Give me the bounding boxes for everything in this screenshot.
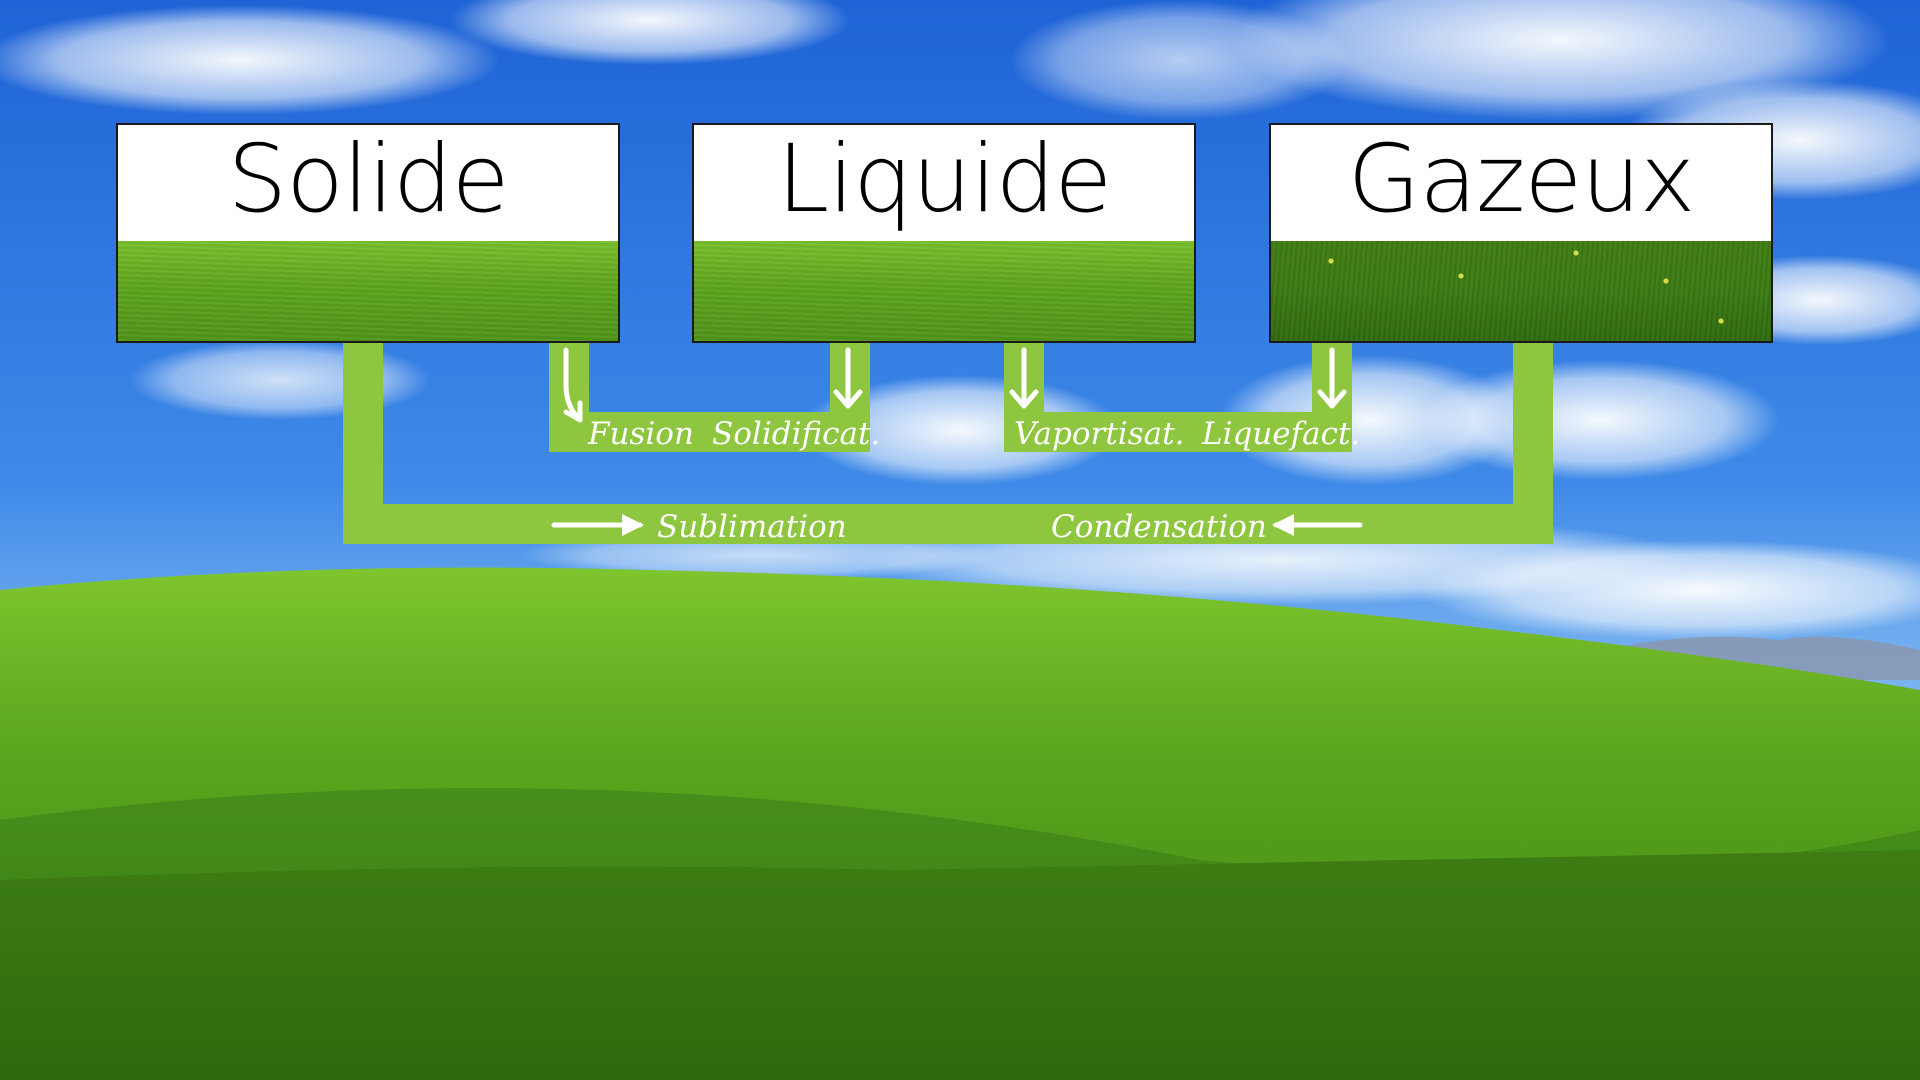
label-sublimation: Sublimation — [657, 509, 847, 545]
card-label-area: Gazeux — [1271, 125, 1771, 243]
grass-image — [118, 241, 618, 341]
card-label-area: Solide — [118, 125, 618, 243]
transition-labels: Fusion Solidificat. Vaportisat. Liquefac… — [587, 416, 1360, 545]
sublimation-arrow-icon — [551, 514, 644, 536]
grass-image — [694, 241, 1194, 341]
card-label-area: Liquide — [694, 125, 1194, 243]
label-vaporisation: Vaportisat. — [1014, 416, 1184, 452]
fusion-arrow-icon — [563, 347, 583, 423]
label-liquefaction: Liquefact. — [1201, 416, 1360, 452]
flow-arrows — [551, 347, 1363, 536]
label-condensation: Condensation — [1051, 509, 1267, 545]
liquefaction-arrow-icon — [1317, 347, 1347, 409]
state-card-solid: Solide — [116, 123, 620, 343]
state-card-liquid: Liquide — [692, 123, 1196, 343]
pipe-solid-liquid-bottom — [549, 412, 870, 452]
connector-pipes — [343, 340, 1553, 544]
state-card-gas: Gazeux — [1269, 123, 1773, 343]
condensation-arrow-icon — [1272, 514, 1363, 536]
state-label-solid: Solide — [227, 125, 510, 234]
label-fusion: Fusion — [587, 416, 694, 452]
foreground-field — [0, 850, 1920, 1080]
pipe-bottom — [343, 504, 1553, 544]
state-label-liquid: Liquide — [776, 125, 1112, 234]
state-label-gas: Gazeux — [1347, 125, 1696, 234]
grass-image — [1271, 241, 1771, 341]
vaporisation-arrow-icon — [1009, 347, 1039, 409]
pipe-liquid-gas-bottom — [1004, 412, 1352, 452]
solidification-arrow-icon — [833, 347, 863, 409]
label-solidification: Solidificat. — [712, 416, 880, 452]
